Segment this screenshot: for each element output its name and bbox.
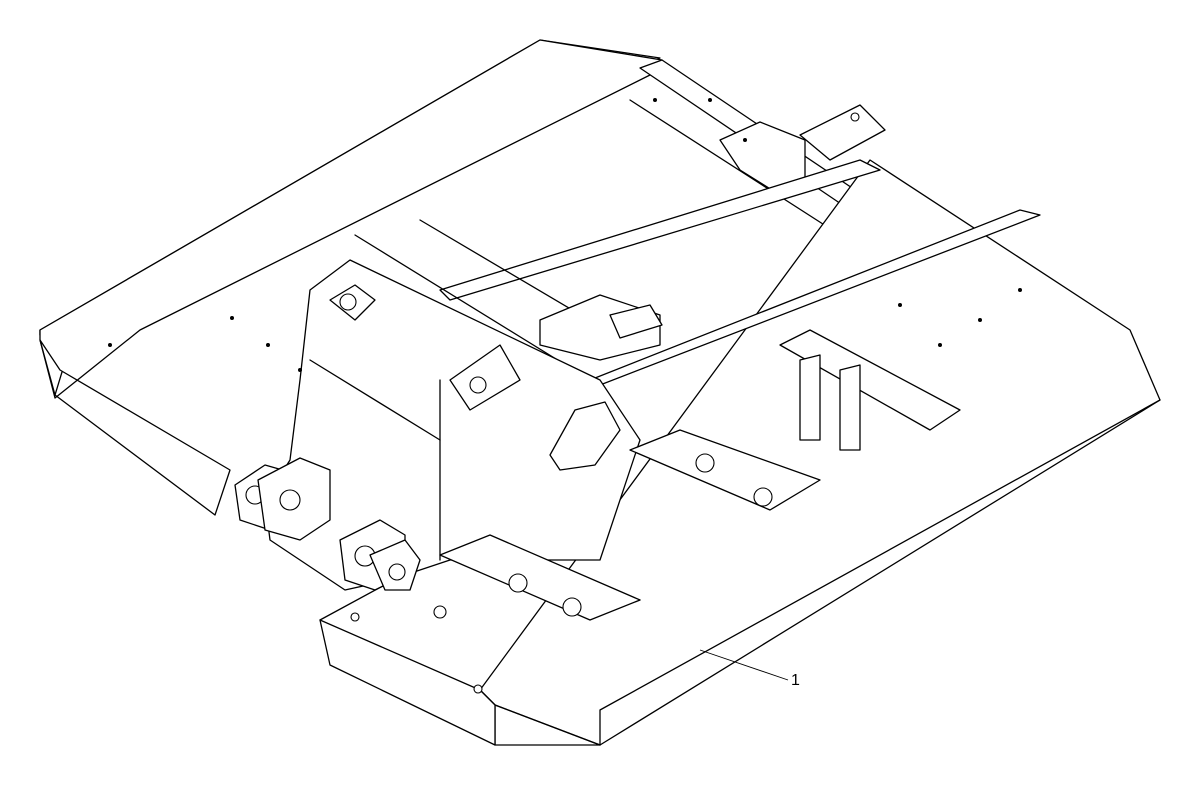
rear-cross-member xyxy=(629,59,886,236)
callout-label-1: 1 xyxy=(791,672,800,689)
bolt-holes xyxy=(108,98,1022,694)
front-lugs xyxy=(234,457,421,591)
deck-cross-members xyxy=(439,329,961,621)
left-deck-plate xyxy=(39,39,663,516)
callout-leader-line xyxy=(699,649,789,681)
longitudinal-beams xyxy=(354,159,1041,386)
center-housing xyxy=(264,259,641,591)
